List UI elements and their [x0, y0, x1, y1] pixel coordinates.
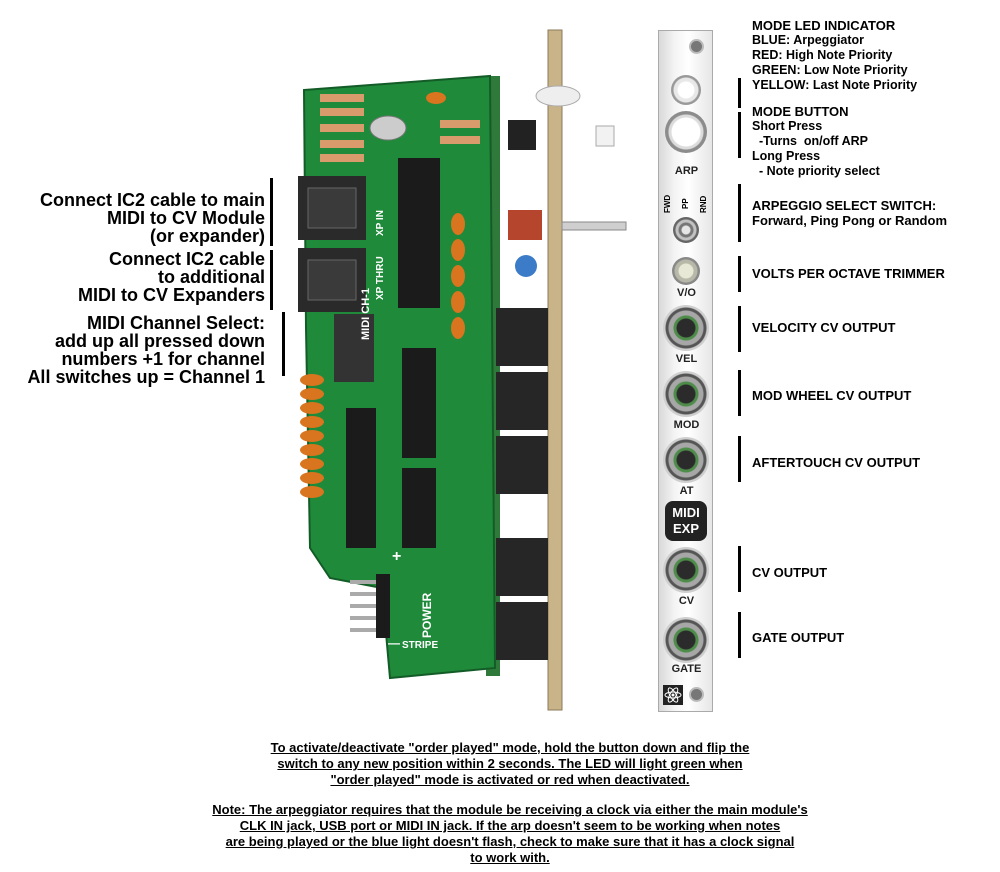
channel-select-label: MIDI Channel Select: add up all pressed …	[0, 314, 265, 386]
order-played-note: To activate/deactivate "order played" mo…	[160, 740, 860, 788]
pcb-plus-label: +	[392, 548, 402, 565]
rnd-label: RND	[699, 195, 708, 213]
arp-switch-label: ARPEGGIO SELECT SWITCH: Forward, Ping Po…	[752, 198, 947, 228]
midi-exp-line2: EXP	[672, 521, 699, 536]
mode-button-line3: Long Press	[752, 149, 821, 163]
mode-button-line4: - Note priority select	[752, 164, 880, 178]
ic2-main-line1: Connect IC2 cable to main	[39, 190, 265, 210]
velocity-label: VELOCITY CV OUTPUT	[752, 320, 896, 335]
vo-label: V/O	[677, 287, 696, 299]
mod-label: MOD	[673, 419, 700, 431]
mod-jack[interactable]	[663, 371, 709, 417]
gate-out-bracket	[738, 612, 741, 658]
ic2-main-line2: MIDI to CV Module	[107, 208, 265, 228]
ic2-add-line2: to additional	[158, 267, 265, 287]
channel-line4: All switches up = Channel 1	[27, 367, 265, 387]
pcb-stripe-label: STRIPE	[402, 640, 439, 651]
mod-wheel-bracket	[738, 370, 741, 416]
fwd-label: FWD	[663, 194, 672, 213]
midi-exp-line1: MIDI	[672, 505, 700, 520]
top-mount-hole	[689, 39, 704, 54]
cv-out-bracket	[738, 546, 741, 592]
arp-switch-line1: ARPEGGIO SELECT SWITCH:	[752, 198, 937, 213]
mode-button-line2: -Turns on/off ARP	[752, 134, 868, 148]
pcb-illustration	[298, 29, 627, 711]
mode-led-line4: YELLOW: Last Note Priority	[752, 78, 918, 92]
clock-note-line2: CLK IN jack, USB port or MIDI IN jack. I…	[239, 818, 781, 833]
gate-out-label: GATE OUTPUT	[752, 630, 845, 645]
arp-switch-line2: Forward, Ping Pong or Random	[752, 213, 947, 228]
ic2-main-bracket	[270, 178, 273, 246]
channel-line2: add up all pressed down	[54, 331, 265, 351]
at-jack[interactable]	[663, 437, 709, 483]
pcb-midi-ch-label: MIDI CH-1	[360, 288, 372, 340]
mode-button-bracket	[738, 112, 741, 158]
mode-led-label: MODE LED INDICATOR BLUE: Arpeggiator RED…	[752, 18, 917, 93]
gate-jack[interactable]	[663, 617, 709, 663]
front-panel: ARP FWD PP RND V/O VEL MOD AT MIDI EXP C…	[658, 30, 713, 712]
channel-line1: MIDI Channel Select:	[86, 313, 265, 333]
order-note-line2: switch to any new position within 2 seco…	[277, 756, 743, 771]
cv-out-label: CV OUTPUT	[752, 565, 828, 580]
velocity-bracket	[738, 306, 741, 352]
mode-led-line1: BLUE: Arpeggiator	[752, 33, 865, 47]
midi-exp-badge: MIDI EXP	[665, 501, 707, 541]
ic2-main-line3: (or expander)	[149, 226, 265, 246]
channel-select-bracket	[282, 312, 285, 376]
pcb-xp-thru-label: XP THRU	[375, 256, 386, 300]
mode-button[interactable]	[665, 111, 707, 153]
pcb-power-label: POWER	[420, 592, 434, 638]
order-note-line3: "order played" mode is activated or red …	[330, 772, 690, 787]
cv-label: CV	[678, 595, 695, 607]
atom-logo-icon	[663, 685, 683, 705]
mode-led-title: MODE LED INDICATOR	[752, 18, 896, 33]
vel-label: VEL	[675, 353, 698, 365]
gate-label: GATE	[671, 663, 702, 675]
ic2-add-line3: MIDI to CV Expanders	[77, 285, 265, 305]
vel-jack[interactable]	[663, 305, 709, 351]
mode-led	[671, 75, 701, 105]
pcb-xp-in-label: XP IN	[375, 210, 386, 236]
clock-note-line4: to work with.	[470, 850, 550, 865]
vpo-label: VOLTS PER OCTAVE TRIMMER	[752, 266, 945, 281]
mode-led-line3: GREEN: Low Note Priority	[752, 63, 908, 77]
arp-switch-bracket	[738, 184, 741, 242]
ic2-additional-label: Connect IC2 cable to additional MIDI to …	[10, 250, 265, 304]
mode-led-bracket	[738, 78, 741, 108]
aftertouch-label: AFTERTOUCH CV OUTPUT	[752, 455, 921, 470]
channel-line3: numbers +1 for channel	[61, 349, 265, 369]
clock-note-line1: Note: The arpeggiator requires that the …	[212, 802, 808, 817]
aftertouch-bracket	[738, 436, 741, 482]
mode-led-line2: RED: High Note Priority	[752, 48, 893, 62]
pcb-minus-label: —	[388, 636, 400, 650]
cv-jack[interactable]	[663, 547, 709, 593]
arp-label: ARP	[674, 165, 699, 177]
mode-button-line1: Short Press	[752, 119, 823, 133]
arp-select-switch[interactable]	[673, 217, 699, 243]
ic2-main-label: Connect IC2 cable to main MIDI to CV Mod…	[10, 191, 265, 245]
clock-note: Note: The arpeggiator requires that the …	[120, 802, 900, 866]
ic2-add-line1: Connect IC2 cable	[108, 249, 265, 269]
pp-label: PP	[681, 198, 690, 209]
ic2-additional-bracket	[270, 250, 273, 310]
mode-button-label: MODE BUTTON Short Press -Turns on/off AR…	[752, 104, 880, 179]
order-note-line1: To activate/deactivate "order played" mo…	[270, 740, 750, 755]
mode-button-title: MODE BUTTON	[752, 104, 849, 119]
bottom-mount-hole	[689, 687, 704, 702]
mod-wheel-label: MOD WHEEL CV OUTPUT	[752, 388, 912, 403]
vo-trimmer[interactable]	[672, 257, 700, 285]
clock-note-line3: are being played or the blue light doesn…	[225, 834, 795, 849]
vpo-bracket	[738, 256, 741, 292]
at-label: AT	[679, 485, 694, 497]
